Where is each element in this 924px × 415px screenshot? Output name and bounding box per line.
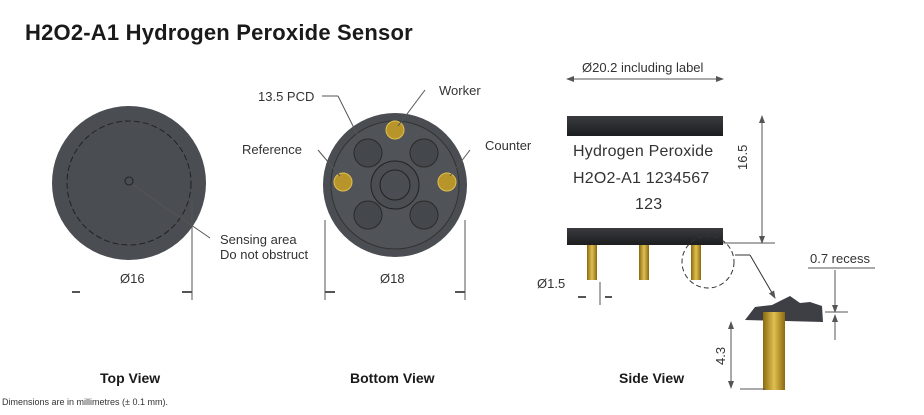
top-diameter-label: Ø16 xyxy=(120,271,145,286)
side-view-caption: Side View xyxy=(619,370,685,386)
width-dimension-label: Ø20.2 including label xyxy=(582,60,704,75)
pin-length-label: 4.3 xyxy=(713,346,728,365)
sensing-area-label: Sensing area xyxy=(220,232,297,247)
recess-label: 0.7 recess xyxy=(810,251,870,266)
sensor-label-line2: H2O2-A1 1234567 xyxy=(573,170,710,187)
worker-pin-label: Worker xyxy=(439,83,481,98)
top-view-drawing xyxy=(52,106,211,300)
bottom-view-drawing xyxy=(317,89,471,300)
bottom-diameter-label: Ø18 xyxy=(380,271,405,286)
page-title: H2O2-A1 Hydrogen Peroxide Sensor xyxy=(25,20,413,45)
side-view-drawing xyxy=(566,76,875,390)
sensor-label-line3: 123 xyxy=(635,196,663,213)
pcd-label: 13.5 PCD xyxy=(258,89,315,104)
sensor-label-line1: Hydrogen Peroxide xyxy=(573,143,714,160)
reference-pin-label: Reference xyxy=(242,142,302,157)
do-not-obstruct-label: Do not obstruct xyxy=(220,247,309,262)
counter-pin-label: Counter xyxy=(485,138,532,153)
pin-diameter-label: Ø1.5 xyxy=(537,276,566,291)
height-dimension-label: 16.5 xyxy=(735,144,750,170)
top-view-caption: Top View xyxy=(100,370,161,386)
footnote: Dimensions are in millimetres (± 0.1 mm)… xyxy=(2,397,168,407)
bottom-view-caption: Bottom View xyxy=(350,370,435,386)
